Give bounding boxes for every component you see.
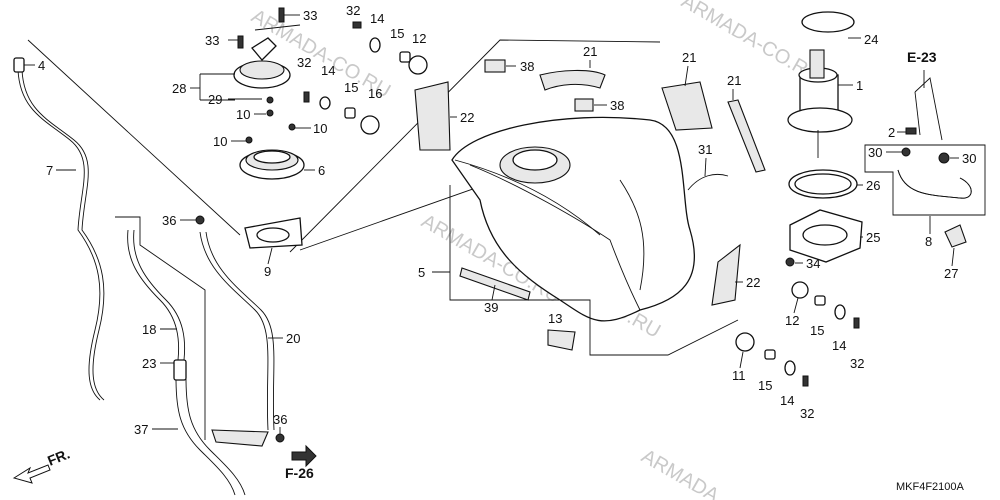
label-18: 18: [142, 322, 156, 337]
label-32: 32: [800, 406, 814, 421]
label-26: 26: [866, 178, 880, 193]
label-37: 37: [134, 422, 148, 437]
label-29: 29: [208, 92, 222, 107]
label-11: 11: [732, 368, 746, 383]
pump-packing-26: [788, 169, 858, 199]
label-15: 15: [758, 378, 772, 393]
ref-front: FR.: [45, 445, 72, 468]
label-13: 13: [548, 311, 562, 326]
label-21: 21: [727, 73, 741, 88]
label-22: 22: [746, 275, 760, 290]
label-6: 6: [318, 163, 325, 178]
label-14: 14: [832, 338, 846, 353]
tank-pad-22-lower: [711, 243, 741, 306]
label-34: 34: [806, 256, 820, 271]
cushion-38-a: [484, 59, 506, 73]
label-32: 32: [850, 356, 864, 371]
label-10: 10: [313, 121, 327, 136]
fuel-cap-28: [233, 7, 301, 89]
label-16: 16: [368, 86, 382, 101]
ref-f26: F-26: [285, 465, 314, 481]
cap-gasket-6: [239, 149, 305, 180]
fuel-tank-5: [451, 116, 695, 322]
label-4: 4: [38, 58, 45, 73]
label-36: 36: [162, 213, 176, 228]
label-38: 38: [610, 98, 624, 113]
diagram-code: MKF4F2100A: [896, 481, 965, 493]
cushion-38-b: [574, 98, 594, 112]
label-31: 31: [698, 142, 712, 157]
label-1: 1: [856, 78, 863, 93]
label-10: 10: [236, 107, 250, 122]
tank-tape-21-a: [539, 69, 606, 91]
hose-31: [687, 173, 729, 191]
label-33: 33: [303, 8, 317, 23]
label-10: 10: [213, 134, 227, 149]
label-28: 28: [172, 81, 186, 96]
label-36: 36: [273, 412, 287, 427]
label-2: 2: [888, 125, 895, 140]
label-12: 12: [785, 313, 799, 328]
tank-cover-13: [547, 329, 576, 351]
breather-hose-18: [127, 229, 186, 361]
fuel-pump-1: [787, 11, 855, 158]
label-12: 12: [412, 31, 426, 46]
label-15: 15: [344, 80, 358, 95]
label-7: 7: [46, 163, 53, 178]
label-24: 24: [864, 32, 878, 47]
label-9: 9: [264, 264, 271, 279]
part-labels: 33 33 32 14 15 12 4 28 29 32 14 15 16 10…: [24, 3, 976, 493]
label-15: 15: [390, 26, 404, 41]
label-39: 39: [484, 300, 498, 315]
label-27: 27: [944, 266, 958, 281]
label-20: 20: [286, 331, 300, 346]
tank-tape-21-c: [727, 99, 766, 173]
cap-seal-9: [244, 217, 303, 249]
ref-e23: E-23: [907, 49, 937, 65]
label-14: 14: [321, 63, 335, 78]
label-21: 21: [583, 44, 597, 59]
watermark: ARMADA: [638, 445, 724, 500]
fuel-feed-hose-8: [897, 169, 972, 199]
pump-setting-plate-25: [789, 209, 863, 263]
label-30: 30: [962, 151, 976, 166]
front-arrow-icon: [12, 464, 51, 484]
label-38: 38: [520, 59, 534, 74]
label-32: 32: [346, 3, 360, 18]
label-23: 23: [142, 356, 156, 371]
tank-tape-21-b: [661, 81, 713, 131]
overflow-hose-20: [199, 231, 275, 447]
label-15: 15: [810, 323, 824, 338]
label-8: 8: [925, 234, 932, 249]
label-22: 22: [460, 110, 474, 125]
label-32: 32: [297, 55, 311, 70]
breather-hose-37: [173, 359, 246, 496]
label-5: 5: [418, 265, 425, 280]
tank-pad-22-upper: [414, 81, 451, 151]
label-21: 21: [682, 50, 696, 65]
drain-hose-7: [13, 57, 105, 401]
label-25: 25: [866, 230, 880, 245]
label-33: 33: [205, 33, 219, 48]
hose-clip-27: [944, 224, 967, 248]
label-30: 30: [868, 145, 882, 160]
label-14: 14: [780, 393, 794, 408]
label-14: 14: [370, 11, 384, 26]
